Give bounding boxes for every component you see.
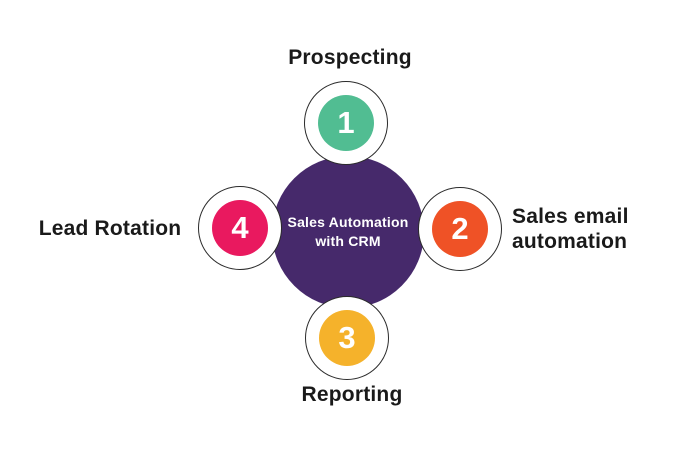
center-hub-circle: Sales Automation with CRM bbox=[272, 156, 424, 308]
node-number-sales-email-automation: 2 bbox=[451, 210, 469, 246]
node-ring-lead-rotation: 4 bbox=[198, 186, 282, 270]
node-badge-lead-rotation: 4 bbox=[212, 200, 268, 256]
node-label-prospecting: Prospecting bbox=[288, 46, 412, 69]
node-ring-prospecting: 1 bbox=[304, 81, 388, 165]
node-number-lead-rotation: 4 bbox=[231, 209, 249, 245]
node-badge-reporting: 3 bbox=[319, 310, 375, 366]
node-label-sales-email-automation: Sales email automation bbox=[512, 205, 629, 253]
center-title-line2: with CRM bbox=[315, 233, 381, 249]
node-number-prospecting: 1 bbox=[337, 104, 355, 140]
node-label-lead-rotation: Lead Rotation bbox=[38, 217, 182, 240]
node-badge-sales-email-automation: 2 bbox=[432, 201, 488, 257]
node-ring-sales-email-automation: 2 bbox=[418, 187, 502, 271]
node-label-reporting: Reporting bbox=[301, 383, 403, 406]
center-title-line1: Sales Automation bbox=[287, 214, 409, 230]
node-ring-reporting: 3 bbox=[305, 296, 389, 380]
node-badge-prospecting: 1 bbox=[318, 95, 374, 151]
node-number-reporting: 3 bbox=[338, 319, 356, 355]
